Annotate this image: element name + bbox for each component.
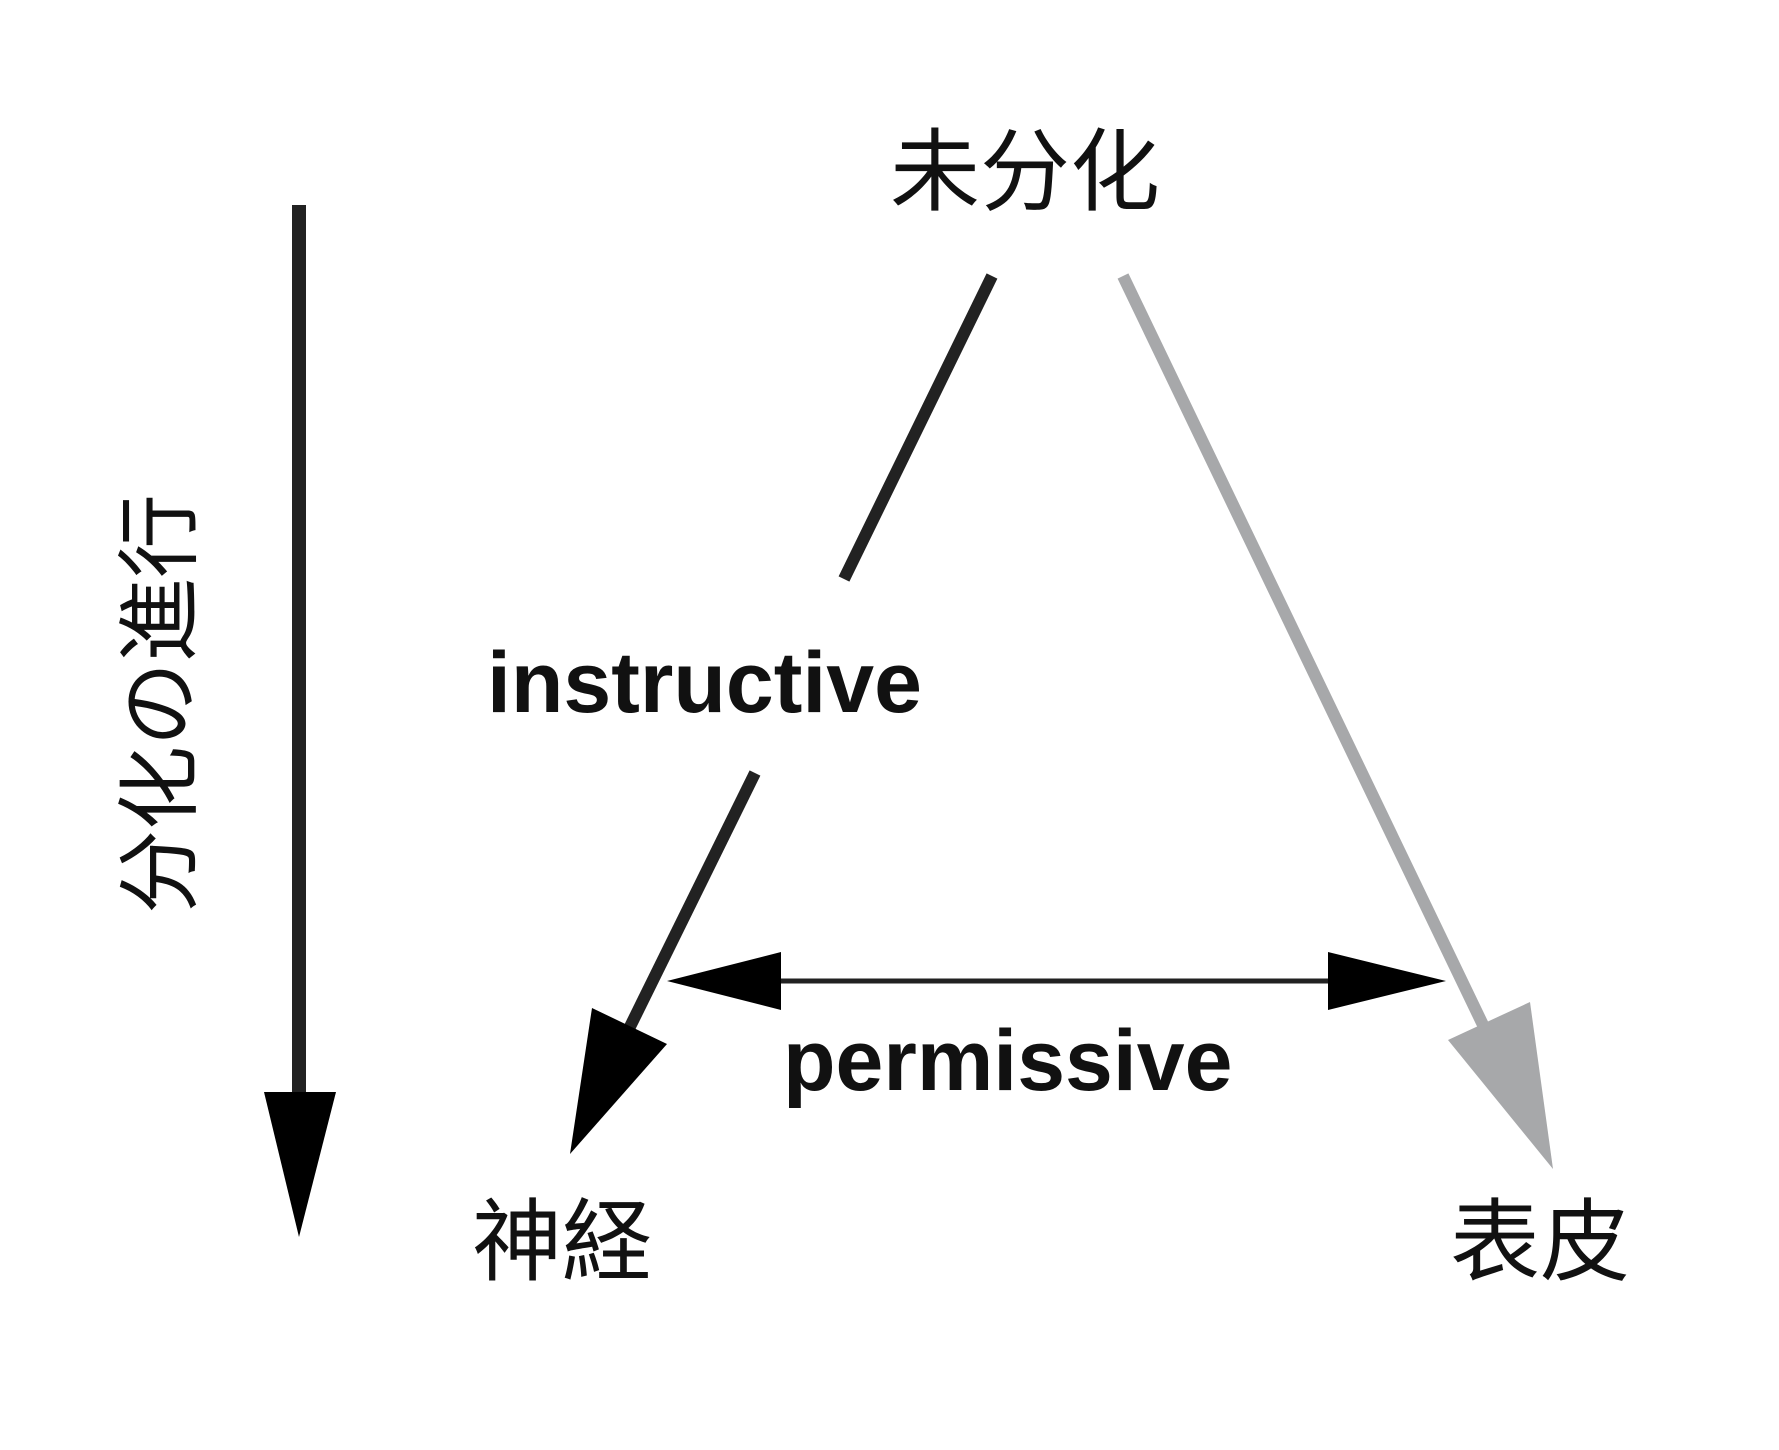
- epidermis-arrow: [1117, 273, 1553, 1169]
- node-neural: 神経: [472, 1193, 652, 1293]
- node-undifferentiated: 未分化: [890, 123, 1160, 223]
- axis-label-differentiation-progress: 分化の進行: [113, 493, 207, 915]
- label-instructive: instructive: [487, 635, 922, 731]
- progress-arrow: [264, 205, 336, 1237]
- permissive-double-arrow: [667, 952, 1446, 1010]
- instructive-arrow: [570, 273, 998, 1154]
- node-epidermis: 表皮: [1450, 1193, 1630, 1293]
- label-permissive: permissive: [783, 1013, 1233, 1109]
